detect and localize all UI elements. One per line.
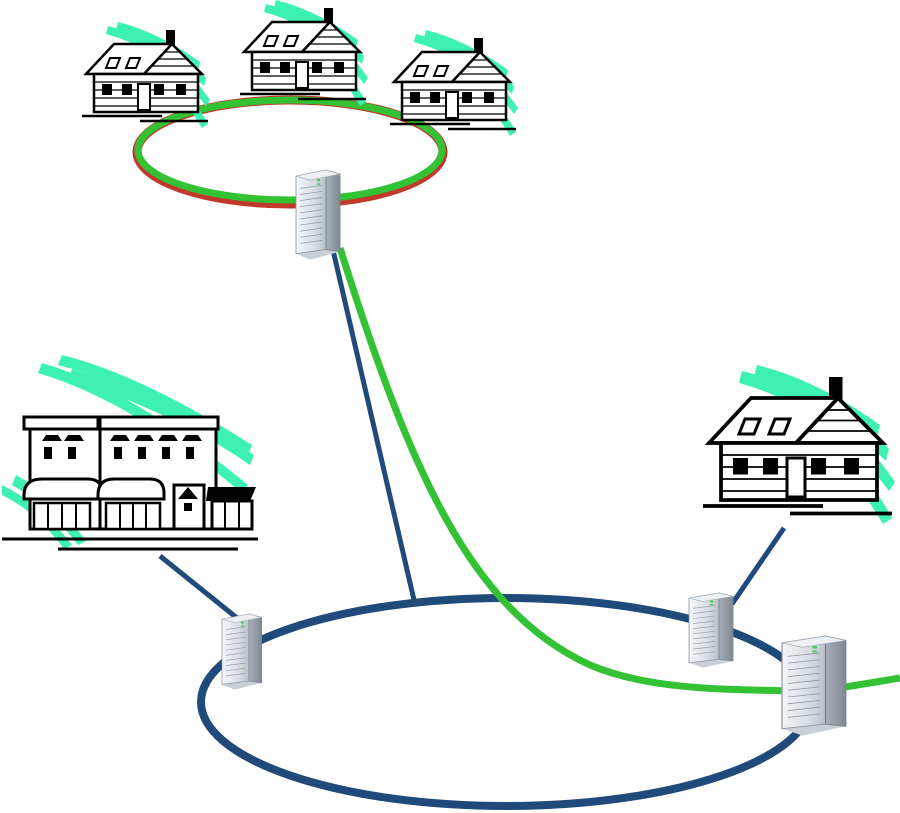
shop-uplink	[158, 554, 244, 624]
storefront-icon	[0, 353, 260, 551]
house-uplink	[729, 526, 787, 606]
server-icon	[781, 635, 847, 737]
green-backhaul-link	[336, 246, 900, 696]
server-icon	[221, 613, 263, 691]
house-icon	[238, 0, 370, 108]
server-icon	[688, 592, 734, 669]
server-icon	[295, 169, 341, 261]
house-icon	[388, 28, 520, 138]
house-icon	[80, 20, 212, 130]
blue-uplink	[330, 249, 417, 601]
access-ring	[134, 96, 446, 204]
house-icon	[701, 363, 897, 526]
